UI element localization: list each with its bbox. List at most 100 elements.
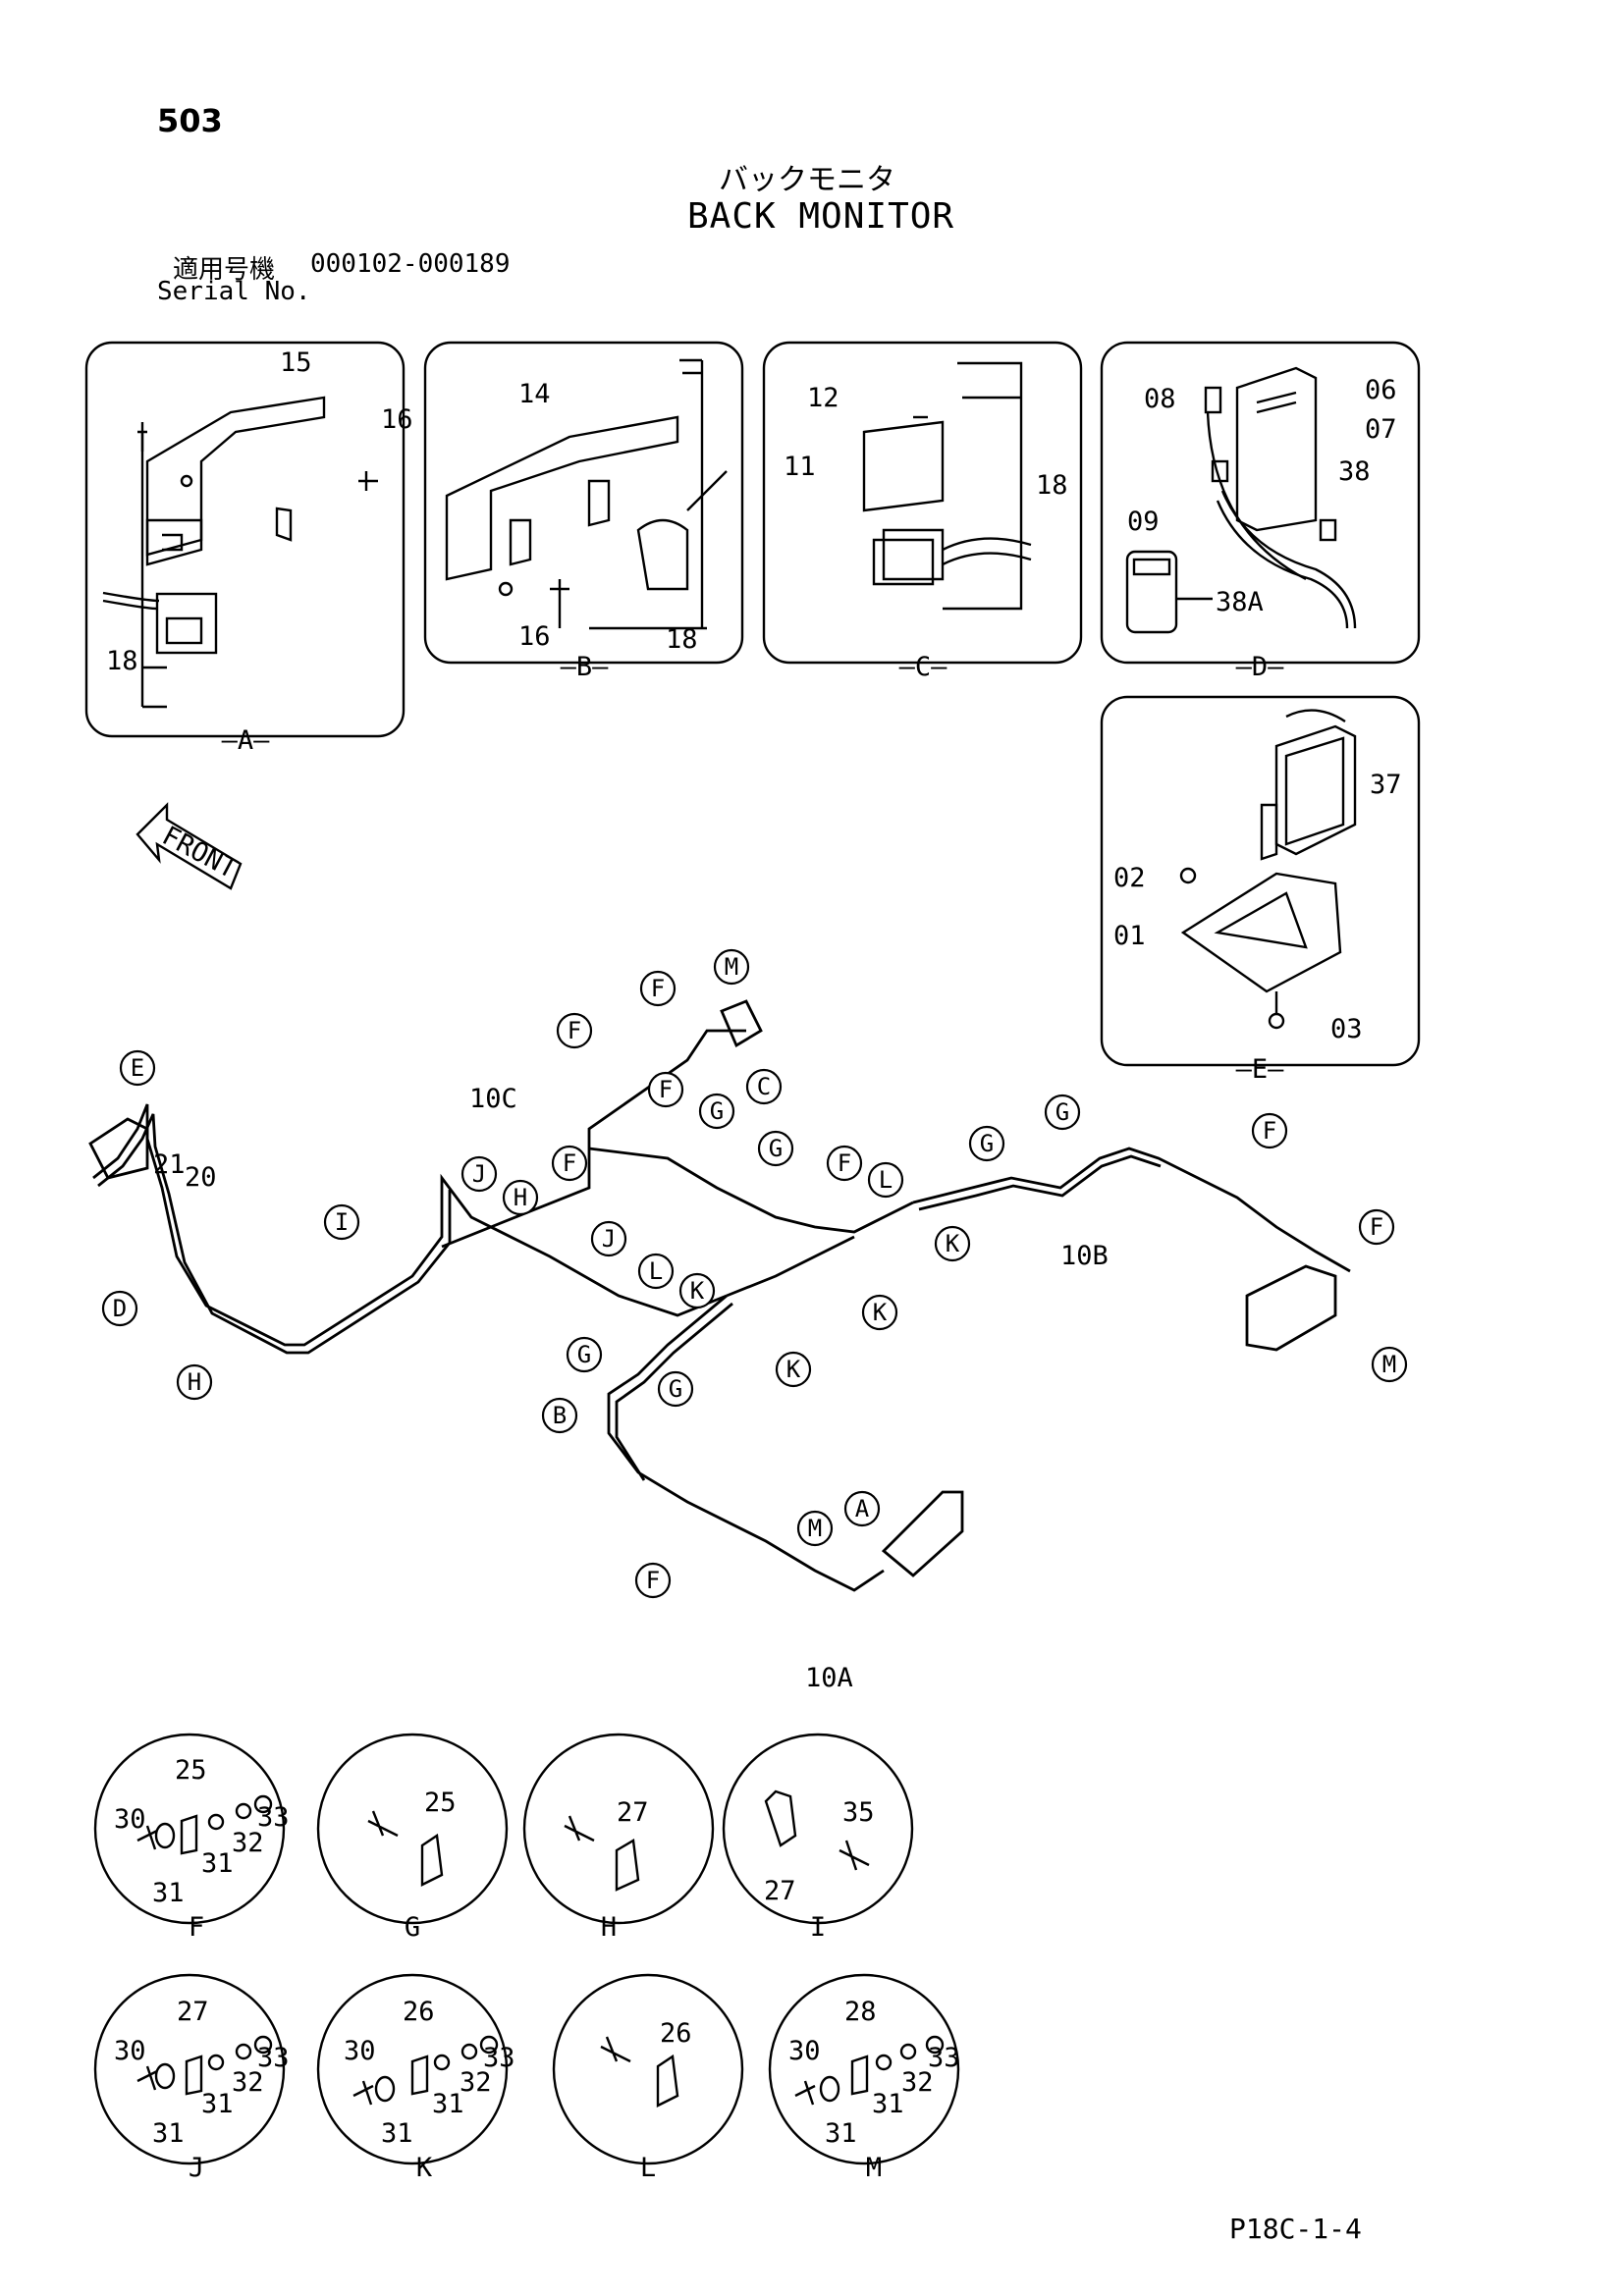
part-number-label: 31 [201,1848,234,1879]
page-title: BACK MONITOR [687,196,955,237]
clamp-detail-id-f: F [189,1912,204,1943]
part-number-label: 16 [381,404,413,435]
front-arrow [135,802,243,890]
panel-a-frame [84,341,406,738]
clamp-detail-f-circle [93,1733,286,1925]
page-reference: P18C-1-4 [1229,2213,1362,2245]
callout-c: C [745,1068,783,1105]
callout-letter: M [1382,1351,1396,1378]
front-label: FRONT [157,821,242,885]
part-number-label: 01 [1113,921,1146,951]
serial-label-japanese: 適用号機 [173,255,276,285]
part-number-label: 30 [344,2036,376,2066]
part-number-label: 38A [1216,587,1264,617]
part-number-label: 31 [432,2089,464,2119]
harness-label: 10B [1060,1241,1109,1271]
detail-panel-a [84,341,406,738]
part-number-label: 06 [1365,375,1397,405]
panel-e-frame [1100,695,1421,1067]
callout-j: J [590,1220,627,1257]
panel-c-frame [762,341,1083,665]
callout-letter: G [577,1341,591,1368]
clamp-detail-id-g: G [405,1912,420,1943]
clamp-detail-id-j: J [189,2153,204,2183]
clamp-detail-id-h: H [601,1912,617,1943]
part-number-label: 18 [1036,470,1068,501]
panel-id-e: —E— [1236,1054,1285,1085]
clamp-detail-j-circle [93,1973,286,2165]
callout-letter: G [669,1375,682,1403]
part-number-label: 18 [106,646,138,676]
clamp-detail-id-m: M [866,2153,882,2183]
detail-panel-c [762,341,1083,665]
callout-g: G [657,1370,694,1408]
part-number-label: 33 [257,2043,290,2073]
clamp-detail-h-circle [522,1733,715,1925]
callout-m: M [713,948,750,986]
harness-label: 10C [469,1084,517,1114]
part-number-label: 33 [257,1802,290,1833]
detail-panel-b [423,341,744,665]
callout-e: E [119,1049,156,1087]
callout-g: G [1044,1094,1081,1131]
callout-letter: G [980,1130,994,1157]
callout-a: A [843,1490,881,1527]
part-number-label: 37 [1370,770,1402,800]
panel-id-d: —D— [1236,652,1285,682]
clamp-detail-i-circle [722,1733,914,1925]
callout-h: H [176,1363,213,1401]
part-number-label: 33 [928,2043,960,2073]
callout-letter: L [649,1257,663,1285]
callout-letter: L [879,1166,893,1194]
clamp-labels: F253031313233G25H27I3527J273031313233K26… [114,1755,960,2183]
part-number-label: 31 [201,2089,234,2119]
callout-letter: K [946,1230,960,1257]
callout-k: K [678,1272,716,1309]
part-number-label: 30 [114,1804,146,1835]
part-number-label: 18 [666,624,698,655]
clamp-detail-parts [136,1789,945,2108]
part-number-label: 27 [764,1876,796,1906]
part-number-label: 31 [152,2118,185,2149]
part-number-label: 30 [114,2036,146,2066]
part-number-label: 14 [518,379,551,409]
part-number-label: 12 [807,383,839,413]
part-number-label: 07 [1365,414,1397,445]
page-title-japanese: バックモニタ [719,163,895,197]
clamp-detail-g-circle [316,1733,509,1925]
callout-letter: J [472,1160,486,1188]
part-number-label: 32 [901,2067,934,2098]
part-number-label: 28 [844,1997,877,2027]
clamp-detail-id-k: K [416,2153,433,2183]
part-number-label: 32 [232,2067,264,2098]
part-number-label: 31 [825,2118,857,2149]
clamp-detail-id-l: L [640,2153,656,2183]
clamp-detail-id-i: I [810,1912,826,1943]
callout-letter: H [514,1184,527,1211]
serial-range: 000102-000189 [310,249,511,279]
part-number-label: 32 [460,2067,492,2098]
part-number-label: 15 [280,347,312,378]
harness-routing [88,999,1351,1592]
callout-f: F [634,1562,672,1599]
harness-label: 10A [805,1663,853,1693]
callout-letter: F [659,1076,673,1103]
callout-letter: F [568,1017,581,1044]
part-number-label: 09 [1127,507,1160,537]
part-number-label: 25 [175,1755,207,1786]
panel-id-a: —A— [222,725,271,756]
callout-g: G [968,1125,1005,1162]
panel-id-c: —C— [899,652,948,682]
callout-letter: D [113,1295,127,1322]
part-number-label: 31 [872,2089,904,2119]
part-number-label: 08 [1144,384,1176,414]
callout-letter: K [786,1356,801,1383]
part-number-label: 38 [1338,456,1371,487]
panel-d-frame [1100,341,1421,665]
part-number-label: 25 [424,1788,457,1818]
part-number-label: 26 [660,2018,692,2049]
part-number-label: 33 [483,2043,515,2073]
callout-f: F [639,970,677,1007]
